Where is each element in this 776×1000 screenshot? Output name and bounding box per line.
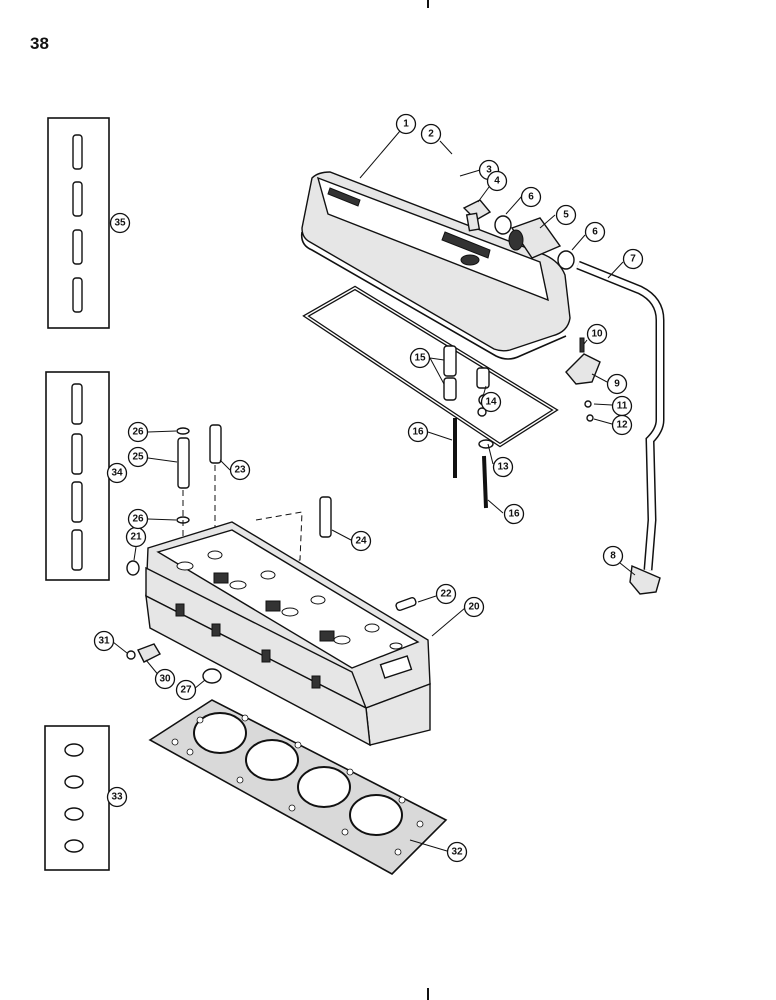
svg-text:6: 6 (592, 227, 598, 238)
svg-text:33: 33 (111, 792, 123, 803)
kit-box-35 (47, 117, 110, 329)
svg-text:16: 16 (412, 427, 424, 438)
svg-text:31: 31 (98, 636, 110, 647)
svg-text:22: 22 (440, 589, 452, 600)
callout-20: 20 (463, 596, 485, 618)
callout-16a: 16 (407, 421, 429, 443)
callout-21: 21 (125, 526, 147, 548)
svg-text:23: 23 (234, 465, 246, 476)
svg-text:24: 24 (355, 536, 367, 547)
svg-text:7: 7 (630, 254, 636, 265)
callout-33: 33 (106, 786, 128, 808)
callout-15: 15 (409, 347, 431, 369)
svg-text:26: 26 (132, 427, 144, 438)
svg-text:14: 14 (485, 397, 497, 408)
callout-8: 8 (602, 545, 624, 567)
callout-6a: 6 (520, 186, 542, 208)
callout-14: 14 (480, 391, 502, 413)
kit-box-34 (45, 371, 110, 581)
svg-text:12: 12 (616, 420, 628, 431)
bolt-31 (126, 650, 136, 660)
tube-24 (319, 496, 332, 538)
tube-23 (209, 424, 222, 464)
svg-text:35: 35 (114, 218, 126, 229)
svg-text:8: 8 (610, 551, 616, 562)
kit-box-33 (44, 725, 110, 871)
svg-text:9: 9 (614, 379, 620, 390)
callout-31: 31 (93, 630, 115, 652)
callout-25: 25 (127, 446, 149, 468)
svg-text:32: 32 (451, 847, 463, 858)
svg-text:27: 27 (180, 685, 192, 696)
spacer-upper (443, 345, 457, 377)
callout-27: 27 (175, 679, 197, 701)
callout-9: 9 (606, 373, 628, 395)
svg-text:2: 2 (428, 129, 434, 140)
dowel-22 (395, 596, 417, 612)
callout-12: 12 (611, 414, 633, 436)
breather-assembly (462, 199, 575, 270)
svg-text:13: 13 (497, 462, 509, 473)
svg-text:4: 4 (494, 176, 500, 187)
callout-16b: 16 (503, 503, 525, 525)
svg-text:3: 3 (486, 165, 492, 176)
callout-22: 22 (435, 583, 457, 605)
page-number: 38 (30, 34, 49, 53)
svg-text:10: 10 (591, 329, 603, 340)
callout-23: 23 (229, 459, 251, 481)
head-gasket (148, 699, 448, 875)
callout-26a: 26 (127, 421, 149, 443)
callout-13: 13 (492, 456, 514, 478)
tube-25 (177, 437, 190, 489)
callout-10: 10 (586, 323, 608, 345)
svg-text:5: 5 (563, 210, 569, 221)
hold-down-clip (565, 353, 601, 385)
svg-text:11: 11 (617, 401, 628, 412)
svg-text:26: 26 (132, 514, 144, 525)
svg-text:21: 21 (130, 532, 142, 543)
callout-11: 11 (611, 395, 633, 417)
svg-text:30: 30 (159, 674, 171, 685)
sleeve-27 (202, 668, 222, 684)
callout-7: 7 (622, 248, 644, 270)
callout-4: 4 (486, 170, 508, 192)
callout-32: 32 (446, 841, 468, 863)
callout-26b: 26 (127, 508, 149, 530)
svg-text:25: 25 (132, 452, 144, 463)
callout-6b: 6 (584, 221, 606, 243)
callout-2: 2 (420, 123, 442, 145)
tube-clip (629, 564, 661, 595)
spacer-lower (443, 377, 457, 401)
callout-30: 30 (154, 668, 176, 690)
stud-right (482, 455, 488, 509)
svg-text:34: 34 (111, 468, 123, 479)
svg-text:20: 20 (468, 602, 480, 613)
svg-text:1: 1 (403, 119, 409, 130)
grommet (476, 367, 490, 389)
callout-35: 35 (109, 212, 131, 234)
callout-1: 1 (395, 113, 417, 135)
callout-34: 34 (106, 462, 128, 484)
cylinder-head (145, 521, 431, 747)
svg-text:6: 6 (528, 192, 534, 203)
svg-text:16: 16 (508, 509, 520, 520)
fitting-30 (137, 643, 161, 663)
callout-5: 5 (555, 204, 577, 226)
svg-text:15: 15 (414, 353, 426, 364)
valve-cover (300, 171, 571, 360)
o-ring-21 (126, 560, 140, 576)
callout-24: 24 (350, 530, 372, 552)
